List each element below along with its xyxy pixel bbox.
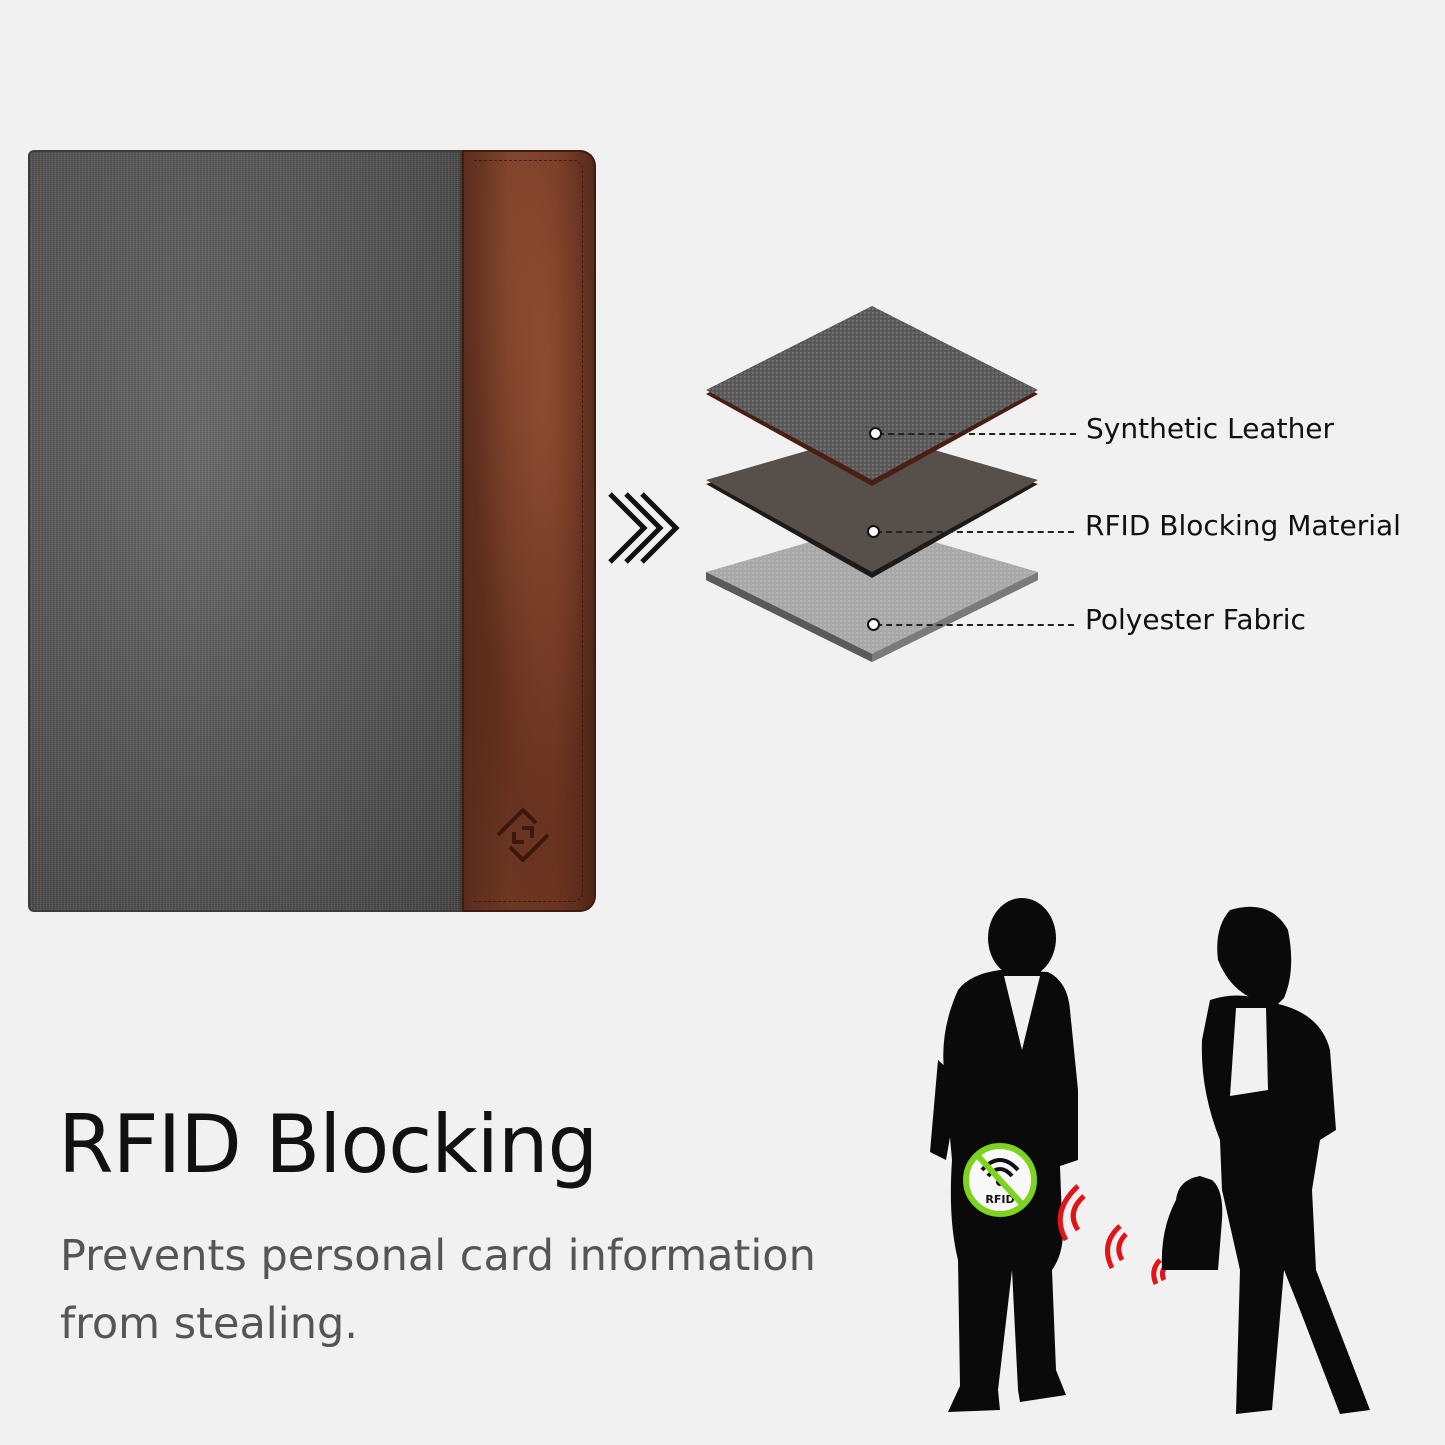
man-shirt	[1004, 976, 1040, 1050]
no-rfid-badge-icon: RFID	[963, 1143, 1037, 1217]
leader-dot	[867, 618, 880, 631]
layer-label-synthetic-leather: Synthetic Leather	[1086, 412, 1335, 445]
leader-line	[878, 433, 1076, 435]
synthetic-leather-layer	[706, 306, 1038, 486]
passport-cover-image	[28, 150, 596, 912]
cover-stitching	[38, 160, 453, 902]
headline: RFID Blocking	[58, 1098, 598, 1191]
polyester-layer	[706, 524, 1038, 662]
subheadline: Prevents personal card information from …	[60, 1231, 816, 1349]
woman-top	[1230, 1008, 1268, 1096]
layer-label-rfid-material: RFID Blocking Material	[1085, 509, 1401, 542]
cover-fabric-panel	[28, 150, 462, 912]
material-layers-diagram	[706, 306, 1038, 662]
brand-logo-icon	[496, 808, 550, 862]
leader-dot	[869, 427, 882, 440]
woman-silhouette	[1161, 906, 1370, 1414]
chevrons-right-icon	[608, 492, 680, 564]
leader-line	[876, 624, 1074, 626]
leather-stitching	[474, 160, 583, 902]
rfid-signal-waves-icon	[1057, 1184, 1168, 1285]
people-silhouette-illustration: RFID	[930, 898, 1370, 1414]
rfid-blocking-layer	[706, 432, 1038, 578]
leader-dot	[867, 525, 880, 538]
badge-text: RFID	[985, 1193, 1014, 1206]
cover-leather-strip	[462, 150, 596, 912]
layer-label-polyester: Polyester Fabric	[1085, 603, 1306, 636]
leader-line	[876, 531, 1074, 533]
